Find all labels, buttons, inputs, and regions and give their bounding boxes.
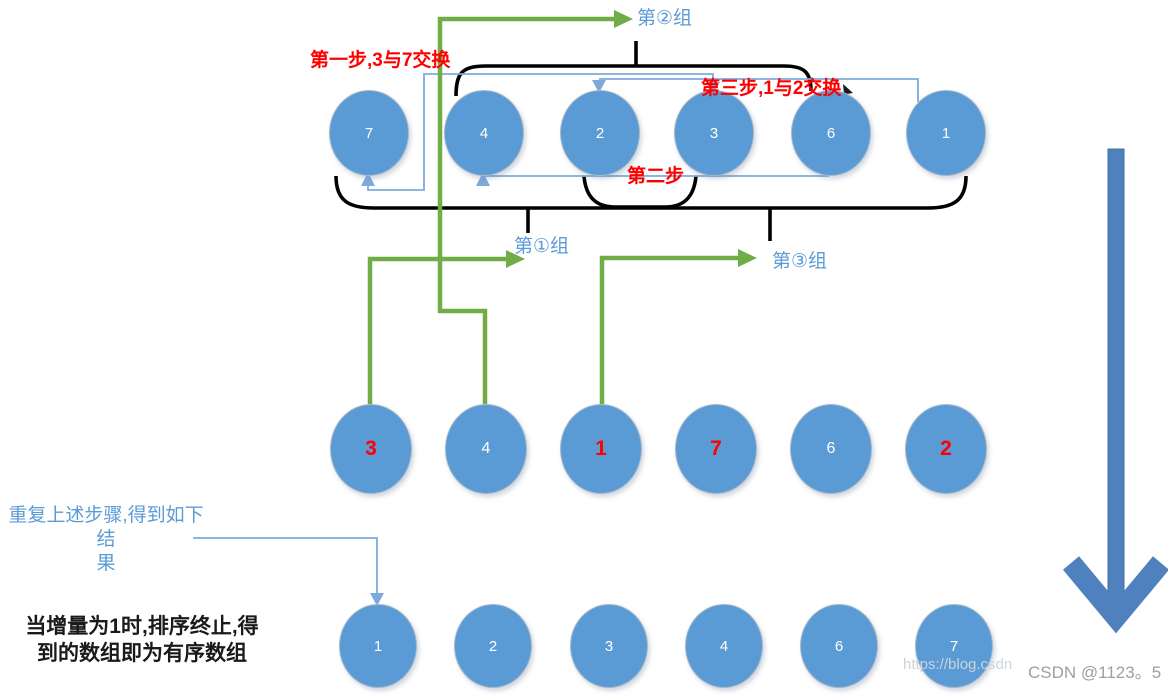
- repeat-note-line2: 果: [96, 553, 116, 574]
- bottom-circle-6: 7: [915, 604, 993, 688]
- group2-arrow: [437, 16, 618, 404]
- final-note: 当增量为1时,排序终止,得 到的数组即为有序数组: [22, 613, 262, 667]
- repeat-note: 重复上述步骤,得到如下结 果: [8, 504, 204, 576]
- circle-value: 7: [364, 124, 374, 142]
- step3-connector: [599, 78, 919, 102]
- circle-value: 6: [834, 637, 844, 655]
- top-circle-6: 1: [906, 90, 986, 176]
- label-step3: 第三步,1与2交换: [701, 78, 842, 99]
- final-note-line2: 到的数组即为有序数组: [37, 642, 247, 665]
- circle-value: 1: [595, 437, 607, 460]
- repeat-note-line1: 重复上述步骤,得到如下结: [8, 505, 204, 550]
- circle-value: 4: [479, 124, 489, 142]
- bottom-circle-2: 2: [454, 604, 532, 688]
- circle-value: 1: [941, 124, 951, 142]
- label-step2: 第二步: [627, 166, 685, 187]
- bottom-circle-3: 3: [570, 604, 648, 688]
- circle-value: 4: [719, 637, 729, 655]
- final-note-line1: 当增量为1时,排序终止,得: [25, 615, 259, 638]
- top-circle-1: 7: [329, 90, 409, 176]
- top-circle-3: 2: [560, 90, 640, 176]
- step3-arrowhead-down-icon: [592, 80, 606, 93]
- bottom-circle-4: 4: [685, 604, 763, 688]
- repeat-connector: [193, 537, 378, 594]
- group1-arrowhead-icon: [506, 250, 525, 268]
- circle-value: 3: [709, 124, 719, 142]
- step2-arrowhead-up-icon: [476, 172, 490, 186]
- bottom-circle-5: 6: [800, 604, 878, 688]
- label-group3: 第③组: [772, 251, 828, 272]
- middle-circle-2: 4: [445, 404, 527, 494]
- label-step1: 第一步,3与7交换: [310, 50, 451, 71]
- top-circle-5: 6: [791, 90, 871, 176]
- circle-value: 6: [826, 440, 836, 457]
- middle-circle-3: 1: [560, 404, 642, 494]
- watermark-url: https://blog.csdn: [903, 656, 1013, 673]
- circle-value: 4: [481, 440, 491, 457]
- step1-arrowhead-down-icon: [706, 82, 720, 94]
- step1-arrowhead-up-icon: [361, 172, 375, 186]
- bottom-braces: [334, 175, 968, 241]
- circle-value: 2: [940, 437, 952, 460]
- circle-value: 2: [488, 637, 498, 655]
- top-circle-4: 3: [674, 90, 754, 176]
- big-down-arrow: [1062, 148, 1168, 634]
- bottom-circle-1: 1: [339, 604, 417, 688]
- group3-arrowhead-icon: [738, 249, 757, 267]
- group1-arrow: [367, 256, 508, 404]
- circle-value: 1: [373, 637, 383, 655]
- group2-arrowhead-icon: [614, 10, 633, 28]
- group3-arrow: [599, 255, 740, 404]
- middle-circle-5: 6: [790, 404, 872, 494]
- circle-value: 3: [604, 637, 614, 655]
- top-circle-2: 4: [444, 90, 524, 176]
- circle-value: 2: [595, 124, 605, 142]
- middle-circle-4: 7: [675, 404, 757, 494]
- group2-brace: [454, 41, 813, 97]
- watermark-handle: CSDN @1123。5: [1028, 663, 1162, 682]
- middle-circle-1: 3: [330, 404, 412, 494]
- circle-value: 6: [826, 124, 836, 142]
- label-group2: 第②组: [637, 8, 693, 29]
- circle-value: 7: [949, 637, 959, 655]
- label-group1: 第①组: [514, 236, 570, 257]
- step1-connector: [367, 73, 714, 191]
- middle-circle-6: 2: [905, 404, 987, 494]
- repeat-arrowhead-down-icon: [370, 593, 384, 606]
- circle-value: 3: [365, 437, 377, 460]
- circle-value: 7: [710, 437, 722, 460]
